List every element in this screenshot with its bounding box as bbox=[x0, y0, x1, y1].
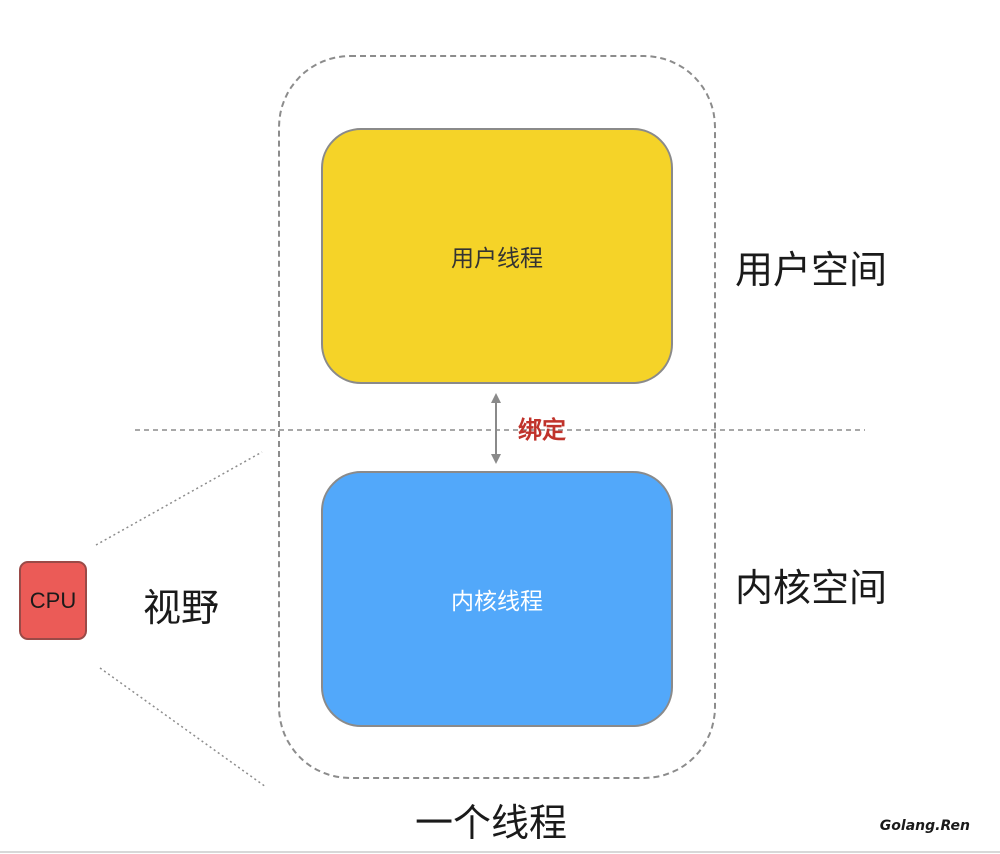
view-line-lower bbox=[99, 667, 267, 788]
bind-label: 绑定 bbox=[518, 416, 566, 444]
cpu-label: CPU bbox=[29, 587, 77, 613]
kernel-thread-label: 内核线程 bbox=[451, 589, 543, 615]
bottom-divider bbox=[0, 851, 1000, 853]
user-thread-box: 用户线程 bbox=[321, 128, 673, 384]
view-label: 视野 bbox=[143, 586, 220, 630]
kernel-space-label: 内核空间 bbox=[735, 566, 888, 610]
view-line-upper bbox=[95, 451, 263, 546]
thread-container bbox=[278, 55, 716, 779]
cpu-box: CPU bbox=[19, 561, 87, 640]
brand-watermark: Golang.Ren bbox=[879, 818, 970, 834]
kernel-thread-box: 内核线程 bbox=[321, 471, 673, 727]
user-thread-label: 用户线程 bbox=[451, 246, 543, 272]
thread-caption: 一个线程 bbox=[415, 801, 568, 845]
user-space-label: 用户空间 bbox=[735, 248, 888, 292]
